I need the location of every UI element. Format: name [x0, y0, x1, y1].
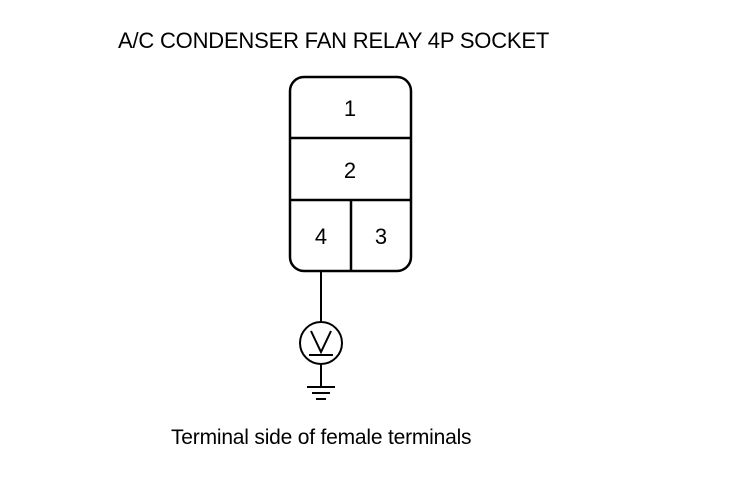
voltmeter-icon [299, 321, 343, 365]
terminal-3-label: 3 [375, 224, 387, 249]
diagram-caption: Terminal side of female terminals [171, 426, 472, 449]
terminal-1-label: 1 [344, 96, 356, 121]
ground-icon [307, 386, 335, 400]
terminal-4-label: 4 [315, 224, 327, 249]
diagram-title: A/C CONDENSER FAN RELAY 4P SOCKET [118, 28, 550, 53]
terminal-2-label: 2 [344, 158, 356, 183]
